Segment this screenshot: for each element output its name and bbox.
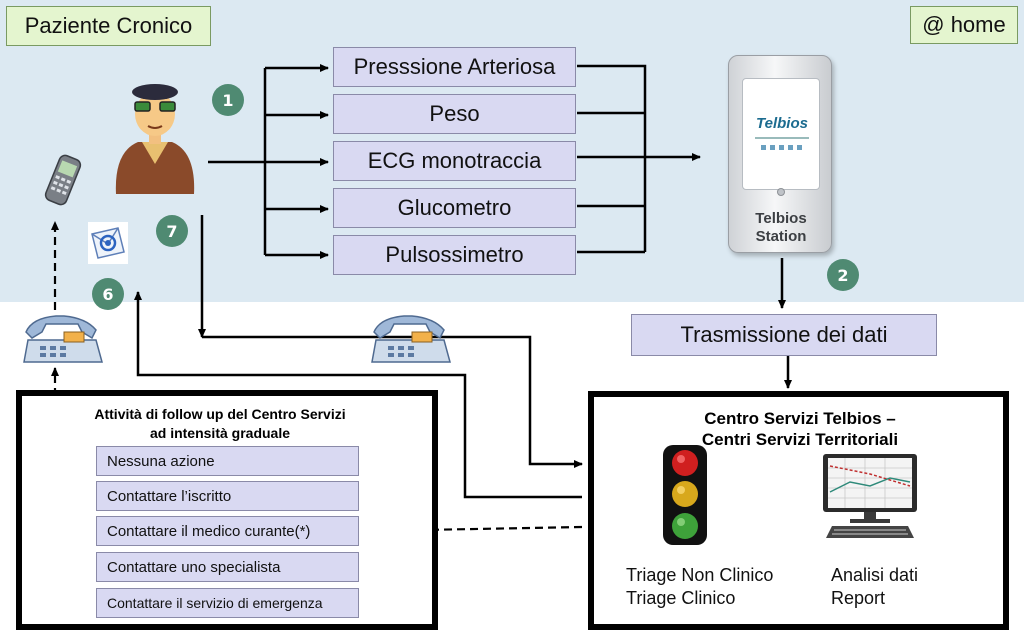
station-screen-icons bbox=[761, 145, 803, 150]
data-transmission-box: Trasmissione dei dati bbox=[631, 314, 937, 356]
followup-action-no-action: Nessuna azione bbox=[96, 446, 359, 476]
home-label: @ home bbox=[910, 6, 1018, 44]
followup-action-emergency: Contattare il servizio di emergenza bbox=[96, 588, 359, 618]
station-led bbox=[777, 188, 785, 196]
followup-action-contact-member: Contattare l’iscritto bbox=[96, 481, 359, 511]
station-brand-logo: Telbios bbox=[756, 115, 808, 132]
measurement-ecg: ECG monotraccia bbox=[333, 141, 576, 181]
step-badge-7: 7 bbox=[156, 215, 188, 247]
followup-action-contact-doctor: Contattare il medico curante(*) bbox=[96, 516, 359, 546]
traffic-light-icon bbox=[663, 445, 707, 545]
service-center-panel bbox=[588, 391, 1009, 630]
followup-title-line1: Attività di follow up del Centro Servizi bbox=[94, 406, 346, 422]
monitor-chart-icon bbox=[823, 454, 917, 538]
triage-clinical-label: Triage Clinico bbox=[626, 588, 736, 608]
station-screen: Telbios bbox=[742, 78, 820, 190]
step-badge-6: 6 bbox=[92, 278, 124, 310]
station-screen-line bbox=[755, 137, 809, 139]
data-analysis-label: Analisi dati bbox=[831, 565, 919, 585]
email-icon bbox=[88, 222, 128, 264]
followup-action-contact-specialist: Contattare uno specialista bbox=[96, 552, 359, 582]
step-badge-2: 2 bbox=[827, 259, 859, 291]
desk-phone-icon bbox=[371, 315, 451, 363]
patient-icon bbox=[115, 84, 195, 194]
service-center-title-line1: Centro Servizi Telbios – bbox=[704, 409, 896, 428]
telbios-station-device: Telbios Telbios Station bbox=[728, 55, 832, 253]
report-label: Report bbox=[831, 588, 886, 608]
measurement-glucometer: Glucometro bbox=[333, 188, 576, 228]
measurement-pulse-oximeter: Pulsossimetro bbox=[333, 235, 576, 275]
station-label-line1: Telbios bbox=[755, 210, 807, 227]
step-badge-1: 1 bbox=[212, 84, 244, 116]
desk-phone-icon bbox=[23, 315, 103, 363]
mobile-phone-icon bbox=[44, 154, 82, 206]
patient-label: Paziente Cronico bbox=[6, 6, 211, 46]
station-label-line2: Station bbox=[755, 228, 807, 245]
measurement-weight: Peso bbox=[333, 94, 576, 134]
service-center-title-line2: Centri Servizi Territoriali bbox=[701, 430, 899, 449]
measurement-blood-pressure: Presssione Arteriosa bbox=[333, 47, 576, 87]
triage-non-clinical-label: Triage Non Clinico bbox=[626, 565, 774, 585]
followup-title-line2: ad intensità graduale bbox=[149, 425, 291, 441]
